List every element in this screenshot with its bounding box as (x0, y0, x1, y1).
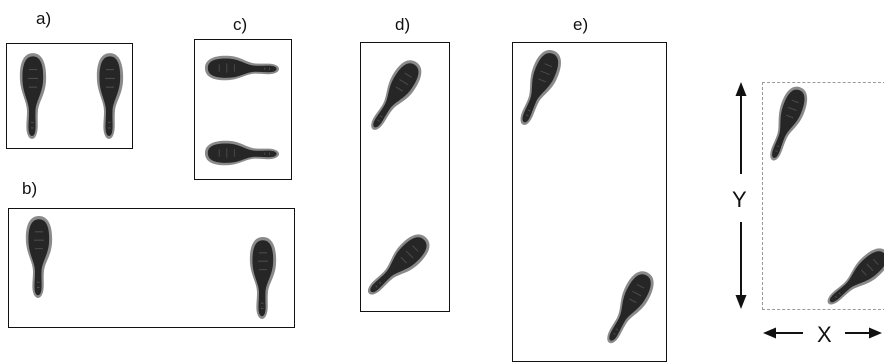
panel-b-box (8, 208, 295, 328)
x-arrowhead-left (763, 327, 776, 339)
panel-c-box (194, 39, 292, 180)
panel-b-label: b) (22, 179, 38, 198)
panel-d-label: d) (395, 15, 411, 34)
y-arrowhead-down (735, 295, 747, 309)
x-arrowhead-right (869, 327, 882, 339)
panel-a-box (6, 43, 133, 149)
panel-d-box (360, 42, 450, 312)
y-arrowhead-up (735, 82, 747, 96)
y-axis-label: Y (732, 187, 747, 213)
x-axis-label: X (817, 322, 832, 348)
measurement-frame (762, 82, 884, 310)
axis-arrows (735, 82, 882, 339)
panel-a-label: a) (36, 9, 52, 28)
panel-e-label: e) (573, 15, 589, 34)
panel-c-label: c) (233, 15, 248, 34)
